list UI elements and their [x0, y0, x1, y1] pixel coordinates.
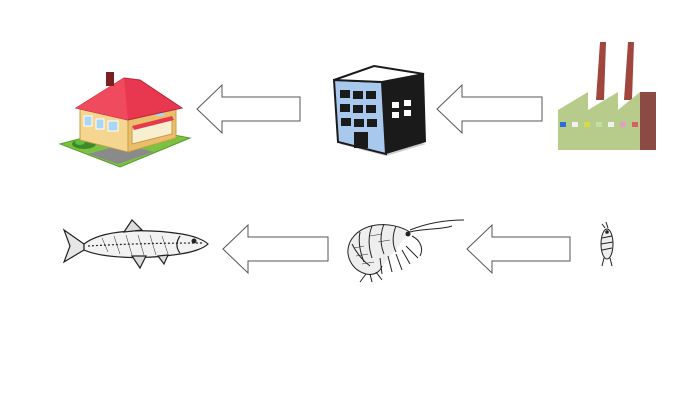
arrow-plankton-to-krill [466, 223, 572, 275]
arrow-factory-to-office [436, 83, 544, 135]
house-icon [58, 68, 192, 168]
arrow-office-to-house [196, 83, 302, 135]
arrow-krill-to-fish [222, 223, 330, 275]
factory-icon [556, 40, 660, 152]
shrimp-icon [340, 212, 470, 284]
office-building-icon [330, 60, 430, 160]
fish-icon [62, 216, 212, 276]
plankton-icon [596, 220, 618, 268]
